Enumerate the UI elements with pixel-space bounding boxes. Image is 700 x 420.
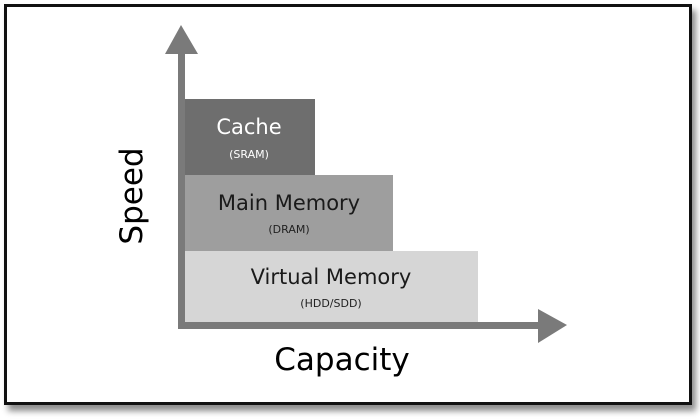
y-axis-label: Speed [114,147,150,244]
tier-cache-subtitle: (SRAM) [229,148,269,161]
y-axis-line [178,52,185,329]
tier-virtual-memory-box [184,251,478,323]
x-axis-line [178,322,541,329]
tier-main-memory-subtitle: (DRAM) [268,223,309,236]
tier-main-memory: Main Memory (DRAM) [184,175,393,251]
tier-main-memory-box [184,175,393,251]
x-axis-arrowhead [538,309,567,343]
tier-cache-box [184,99,315,175]
x-axis-label: Capacity [274,342,409,378]
tier-virtual-memory-subtitle: (HDD/SDD) [300,297,361,310]
axes [165,25,567,343]
tier-cache-title: Cache [216,115,281,139]
y-axis-arrowhead [165,25,198,54]
tier-main-memory-title: Main Memory [218,191,360,215]
tier-cache: Cache (SRAM) [184,99,315,175]
tier-virtual-memory-title: Virtual Memory [251,265,412,289]
tier-virtual-memory: Virtual Memory (HDD/SDD) [184,251,478,323]
